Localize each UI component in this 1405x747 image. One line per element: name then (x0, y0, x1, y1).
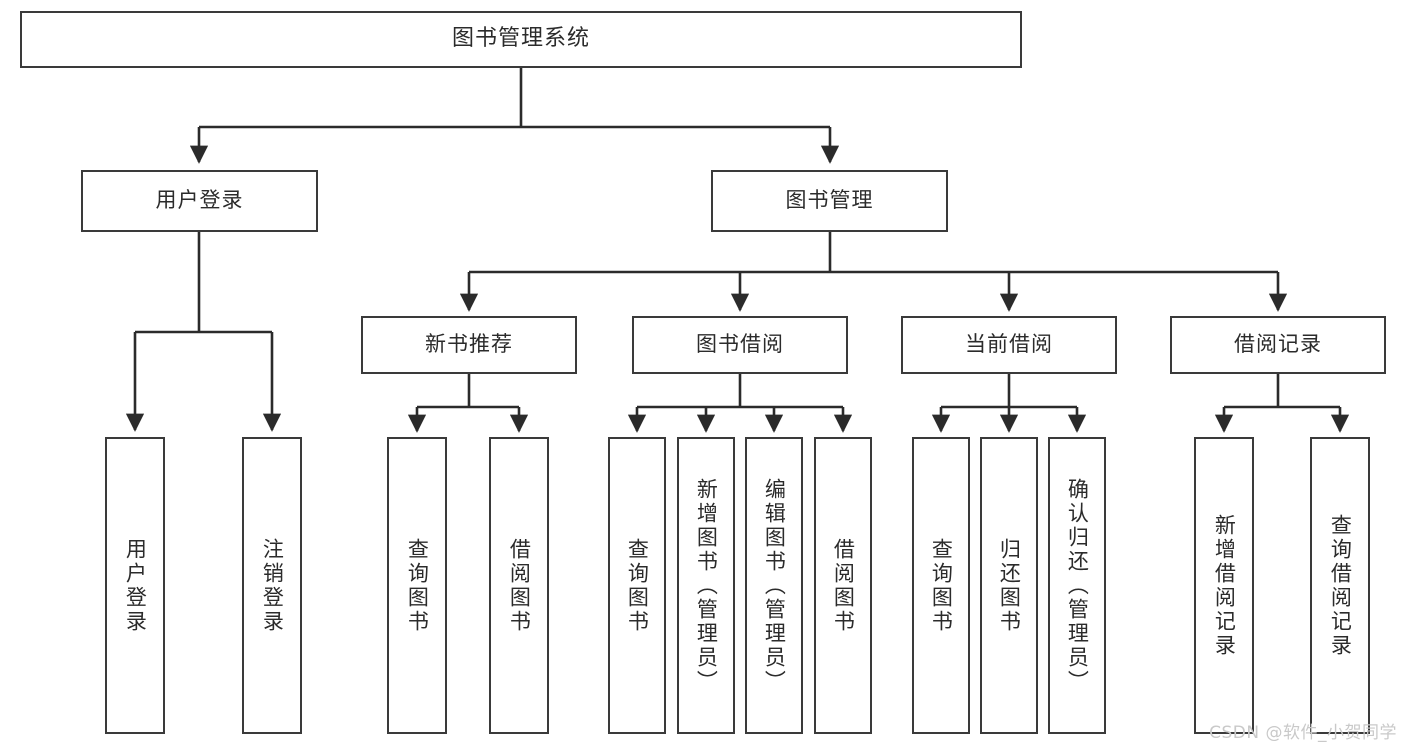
leaf-borrow-book-2-label: 借阅图书 (831, 537, 856, 634)
node-current-borrow-label: 当前借阅 (965, 332, 1053, 357)
node-new-book-recommend-label: 新书推荐 (425, 332, 513, 357)
leaf-query-book-3-label: 查询图书 (929, 537, 954, 634)
node-borrow-record[interactable]: 借阅记录 (1170, 316, 1386, 374)
leaf-add-book-label: 新增图书（管理员） (694, 477, 719, 694)
node-book-borrow[interactable]: 图书借阅 (632, 316, 848, 374)
leaf-query-book-2-label: 查询图书 (625, 537, 650, 634)
node-borrow-record-label: 借阅记录 (1234, 332, 1322, 357)
node-user-login[interactable]: 用户登录 (81, 170, 318, 232)
leaf-query-record[interactable]: 查询借阅记录 (1310, 437, 1370, 734)
node-root[interactable]: 图书管理系统 (20, 11, 1022, 68)
leaf-query-book-3[interactable]: 查询图书 (912, 437, 970, 734)
node-book-manage[interactable]: 图书管理 (711, 170, 948, 232)
leaf-logout-login[interactable]: 注销登录 (242, 437, 302, 734)
leaf-logout-login-label: 注销登录 (260, 537, 285, 634)
leaf-edit-book-label: 编辑图书（管理员） (762, 477, 787, 694)
leaf-add-record[interactable]: 新增借阅记录 (1194, 437, 1254, 734)
leaf-borrow-book-2[interactable]: 借阅图书 (814, 437, 872, 734)
leaf-confirm-return-label: 确认归还（管理员） (1065, 477, 1090, 694)
leaf-query-book-2[interactable]: 查询图书 (608, 437, 666, 734)
leaf-return-book-label: 归还图书 (997, 537, 1022, 634)
leaf-borrow-book-1-label: 借阅图书 (507, 537, 532, 634)
leaf-add-record-label: 新增借阅记录 (1212, 513, 1237, 658)
leaf-add-book[interactable]: 新增图书（管理员） (677, 437, 735, 734)
node-current-borrow[interactable]: 当前借阅 (901, 316, 1117, 374)
leaf-confirm-return[interactable]: 确认归还（管理员） (1048, 437, 1106, 734)
leaf-query-book-1-label: 查询图书 (405, 537, 430, 634)
node-book-borrow-label: 图书借阅 (696, 332, 784, 357)
node-root-label: 图书管理系统 (451, 26, 590, 52)
leaf-borrow-book-1[interactable]: 借阅图书 (489, 437, 549, 734)
leaf-user-login-label: 用户登录 (123, 537, 148, 634)
leaf-query-book-1[interactable]: 查询图书 (387, 437, 447, 734)
node-new-book-recommend[interactable]: 新书推荐 (361, 316, 577, 374)
leaf-return-book[interactable]: 归还图书 (980, 437, 1038, 734)
leaf-edit-book[interactable]: 编辑图书（管理员） (745, 437, 803, 734)
leaf-user-login[interactable]: 用户登录 (105, 437, 165, 734)
node-book-manage-label: 图书管理 (785, 188, 874, 213)
node-user-login-label: 用户登录 (155, 188, 244, 213)
leaf-query-record-label: 查询借阅记录 (1328, 513, 1353, 658)
